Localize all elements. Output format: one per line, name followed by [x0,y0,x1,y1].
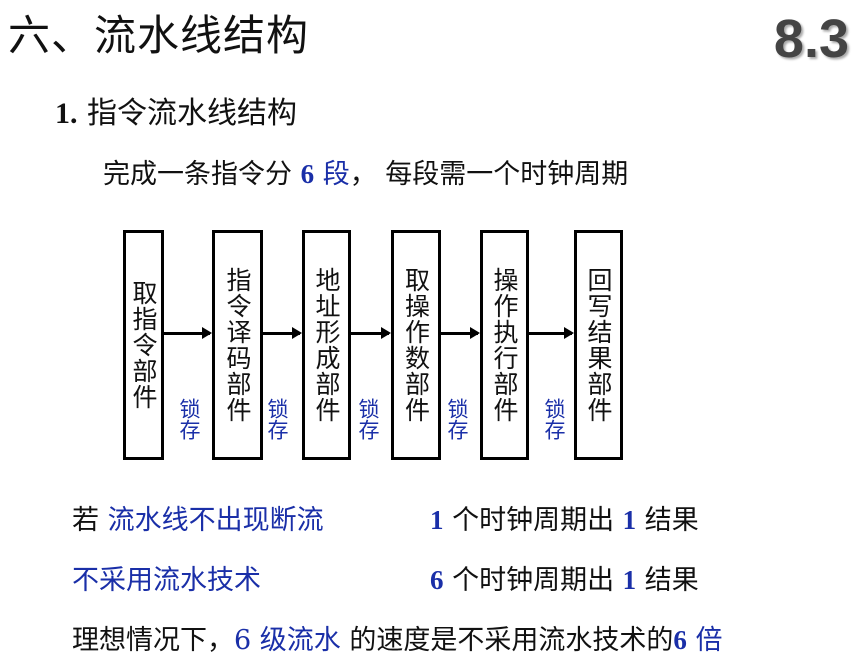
arrow-icon [164,327,212,339]
section-number: 8.3 [773,9,849,69]
result-count: 1 [622,565,637,595]
intro-unit: 段 [322,159,350,190]
intro-line: 完成一条指令分 6 段， 每段需一个时钟周期 [103,152,628,191]
conclusion-tail: 倍 [686,625,723,656]
arrow-icon [441,327,480,339]
conclusion-highlight: 6 级流水 [234,625,341,656]
row-tail: 结果 [636,505,699,536]
intro-pre: 完成一条指令分 [103,159,301,190]
row-condition: 不采用流水技术 [72,565,261,596]
result-count: 1 [622,505,637,535]
stage-box: 回写结果部件 [574,230,623,460]
comparison-row: 若 流水线不出现断流 [72,498,324,537]
latch-label: 锁存 [445,398,469,440]
row-mid: 个时钟周期出 [443,505,623,536]
intro-num: 6 [300,159,315,189]
subtitle-text: 指令流水线结构 [87,96,298,131]
comparison-result: 6 个时钟周期出 1 结果 [430,558,699,597]
stage-box: 指令译码部件 [212,230,263,460]
cycles-count: 6 [430,565,444,595]
subtitle-index: 1. [55,97,78,130]
latch-label: 锁存 [177,398,201,440]
row-lead: 若 [72,505,108,536]
latch-label: 锁存 [265,398,289,440]
slide-title: 六、流水线结构 [8,11,310,60]
stage-label: 回写结果部件 [584,267,613,423]
stage-label: 操作执行部件 [490,267,519,423]
conclusion-line: 理想情况下，6 级流水 的速度是不采用流水技术的6 倍 [72,618,722,657]
arrow-icon [351,327,391,339]
intro-post: ， 每段需一个时钟周期 [349,159,629,190]
latch-label: 锁存 [356,398,380,440]
arrow-icon [529,327,574,339]
row-condition: 流水线不出现断流 [107,505,324,536]
stage-label: 取指令部件 [129,280,158,410]
comparison-row: 不采用流水技术 [72,558,261,597]
comparison-result: 1 个时钟周期出 1 结果 [430,498,699,537]
stage-box: 取指令部件 [123,230,164,460]
latch-label: 锁存 [542,398,566,440]
stage-label: 指令译码部件 [223,267,252,423]
conclusion-mid: 的速度是不采用流水技术的 [340,625,674,656]
row-tail: 结果 [636,565,699,596]
stage-box: 取操作数部件 [391,230,441,460]
stage-box: 地址形成部件 [302,230,351,460]
row-mid: 个时钟周期出 [443,565,623,596]
cycles-count: 1 [430,505,444,535]
conclusion-pre: 理想情况下， [72,625,234,656]
stage-label: 取操作数部件 [401,267,431,423]
subtitle: 1. 指令流水线结构 [55,88,297,132]
stage-label: 地址形成部件 [312,267,341,423]
arrow-icon [263,327,302,339]
stage-box: 操作执行部件 [480,230,529,460]
speedup-factor: 6 [673,625,687,655]
